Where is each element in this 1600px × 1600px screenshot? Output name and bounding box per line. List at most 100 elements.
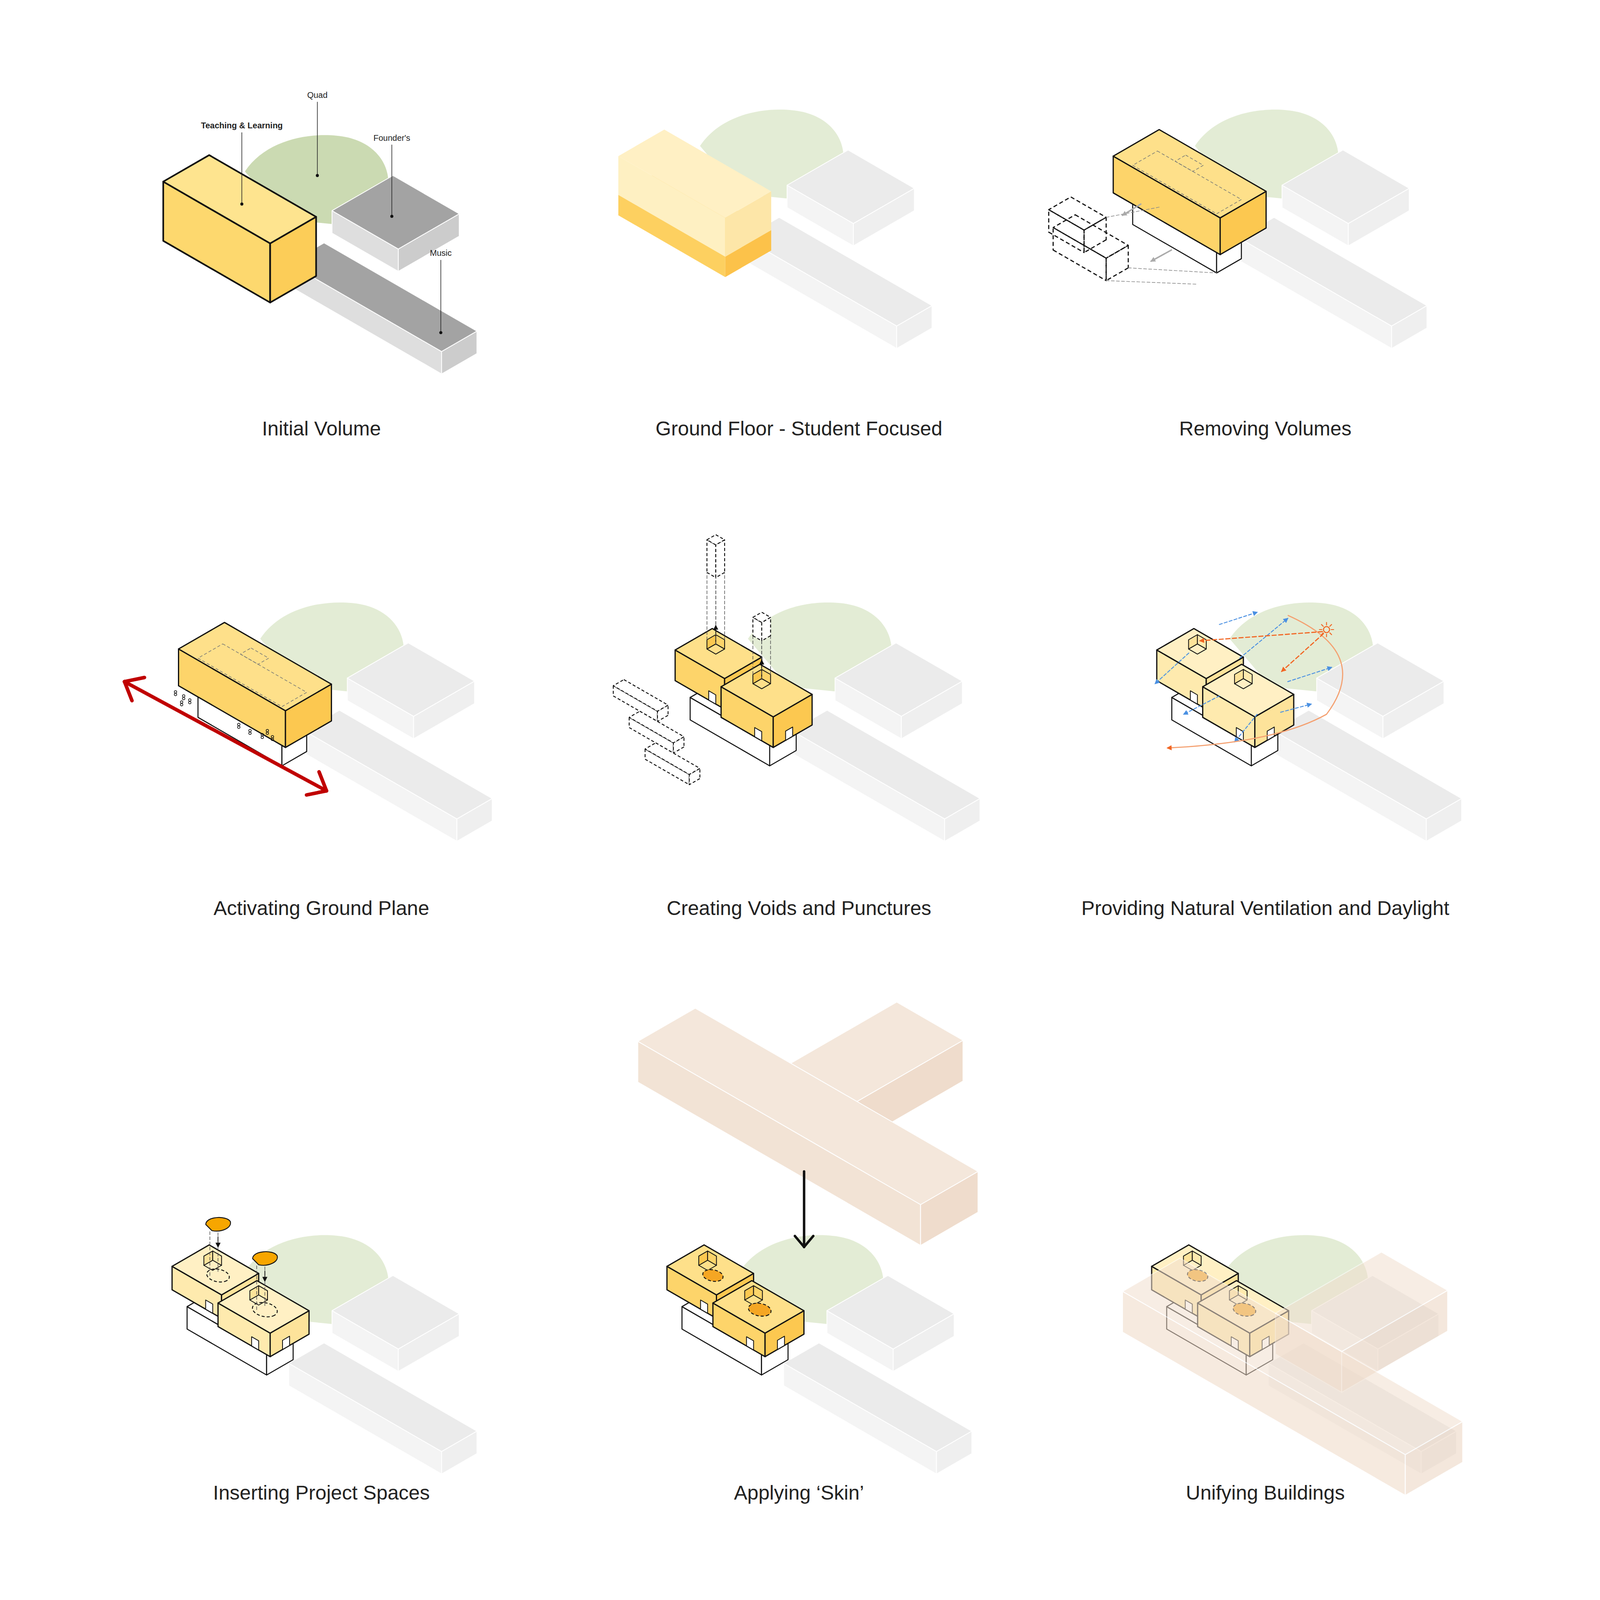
- site-label: Founder's: [373, 132, 410, 143]
- void-notch: [707, 1250, 717, 1265]
- void-notch: [205, 1300, 213, 1314]
- site-building: [835, 642, 963, 717]
- site-building: [743, 217, 933, 327]
- step-caption: Initial Volume: [262, 416, 382, 441]
- person-figure: [248, 729, 252, 733]
- removed-volume: [707, 534, 725, 545]
- void-notch: [746, 1336, 754, 1350]
- site-building: [1273, 710, 1462, 819]
- guide-line: [752, 635, 753, 675]
- arrow-head: [795, 1235, 805, 1247]
- removed-volume: [645, 742, 700, 775]
- project-space: [252, 1251, 278, 1266]
- person-figure: [266, 729, 269, 733]
- site-building: [1238, 217, 1428, 327]
- site-label: Music: [430, 247, 452, 258]
- lift-arrow: [715, 625, 717, 634]
- arrow-head: [124, 681, 133, 701]
- airflow-arrow: [1240, 618, 1288, 659]
- person-figure: [174, 693, 177, 696]
- guide-line: [761, 640, 762, 680]
- guide-line: [1128, 267, 1217, 273]
- site-label: Teaching & Learning: [200, 120, 283, 131]
- guide-line: [256, 1265, 257, 1312]
- leader-line: [317, 102, 318, 176]
- building-volume: [1113, 129, 1267, 218]
- person-figure: [266, 732, 269, 735]
- building-volume: [721, 664, 813, 717]
- person-figure: [182, 694, 185, 698]
- building-volume: [217, 1280, 309, 1333]
- void-notch: [715, 634, 725, 649]
- void-notch: [707, 634, 716, 649]
- insert-arrow: [264, 1270, 266, 1281]
- arrow-head: [804, 1235, 814, 1247]
- move-arrow: [1150, 250, 1172, 262]
- sun-ray: [1326, 634, 1328, 637]
- void-notch: [785, 727, 793, 741]
- person-figure: [271, 735, 274, 738]
- void-notch: [752, 669, 762, 684]
- insert-arrow: [217, 1236, 219, 1247]
- person-figure: [174, 690, 177, 693]
- void-notch: [708, 690, 716, 705]
- person-figure: [271, 738, 274, 741]
- guide-line: [209, 1231, 210, 1278]
- site-building: [827, 1275, 955, 1349]
- airflow-arrow: [1219, 612, 1258, 625]
- move-arrow: [1122, 204, 1141, 216]
- site-building: [304, 710, 493, 819]
- guide-line: [715, 577, 716, 645]
- sun-ray: [1331, 629, 1334, 630]
- project-space: [205, 1217, 231, 1232]
- guide-line: [217, 1232, 219, 1274]
- skin-volume: [1122, 1258, 1463, 1455]
- leader-line: [440, 260, 441, 333]
- person-figure: [260, 736, 264, 739]
- void-notch: [1190, 690, 1198, 705]
- removed-volume: [752, 612, 771, 623]
- daylight-ray: [1200, 631, 1323, 641]
- removed-volume: [1053, 215, 1129, 259]
- guide-line: [706, 572, 708, 640]
- void-notch: [700, 1300, 708, 1314]
- airflow-arrow: [1183, 695, 1220, 715]
- site-building: [332, 1275, 460, 1349]
- leader-dot: [390, 215, 394, 218]
- void-notch: [1192, 1250, 1202, 1265]
- void-notch: [250, 1285, 259, 1300]
- sun-path: [1167, 615, 1343, 748]
- void-notch: [1197, 634, 1207, 649]
- leader-line: [241, 132, 243, 204]
- person-figure: [180, 700, 183, 704]
- person-figure: [180, 703, 183, 706]
- airflow-arrow: [1280, 704, 1311, 713]
- sun-symbol: [1323, 626, 1330, 633]
- person-figure: [188, 698, 192, 702]
- guide-line: [1106, 280, 1198, 285]
- void-notch: [761, 669, 771, 684]
- step-caption: Activating Ground Plane: [213, 896, 430, 921]
- sun-ray: [1319, 629, 1323, 630]
- arrow-head: [306, 790, 327, 795]
- airflow-arrow: [1155, 652, 1189, 684]
- building-volume: [1202, 664, 1294, 717]
- void-notch: [258, 1285, 268, 1300]
- ghost-outline: [1132, 150, 1242, 214]
- void-notch: [1243, 669, 1253, 684]
- movement-arrow: [124, 681, 327, 791]
- building-volume: [163, 155, 317, 244]
- void-notch: [282, 1336, 290, 1350]
- void-notch: [251, 1336, 259, 1350]
- leader-dot: [240, 202, 244, 206]
- site-building: [783, 1342, 973, 1452]
- arrow-head: [124, 677, 145, 682]
- step-caption: Creating Voids and Punctures: [666, 896, 932, 921]
- project-space: [702, 1269, 724, 1282]
- site-building: [288, 242, 478, 352]
- building-volume: [712, 1280, 804, 1333]
- site-building: [1282, 150, 1410, 224]
- person-figure: [182, 697, 185, 700]
